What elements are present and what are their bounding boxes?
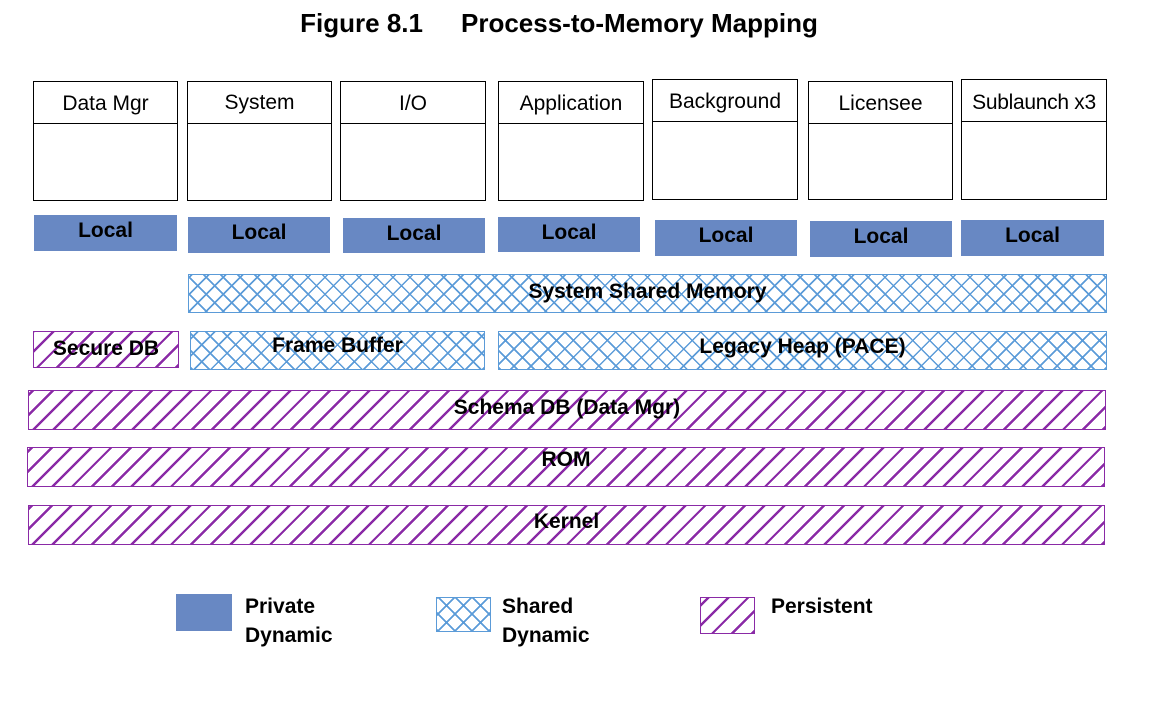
legend-shared-line1: Shared xyxy=(502,595,574,618)
local-memory-system: Local xyxy=(188,217,330,253)
process-box-system: System xyxy=(187,81,332,201)
figure-caption: Process-to-Memory Mapping xyxy=(461,8,818,38)
secure-db-region: Secure DB xyxy=(33,331,179,368)
schema-db-region: Schema DB (Data Mgr) xyxy=(28,390,1106,430)
legend-shared-label: Shared Dynamic xyxy=(502,592,590,650)
legend-private-line2: Dynamic xyxy=(245,624,333,647)
legend-private-label: Private Dynamic xyxy=(245,592,333,650)
process-name: Licensee xyxy=(809,82,952,124)
process-name: Application xyxy=(499,82,643,124)
process-name: Data Mgr xyxy=(34,82,177,124)
legend-private-swatch xyxy=(176,594,232,631)
local-memory-sublaunch: Local xyxy=(961,220,1104,256)
local-memory-application: Local xyxy=(498,217,640,252)
rom-region: ROM xyxy=(27,447,1105,487)
local-memory-background: Local xyxy=(655,220,797,256)
legend-private-line1: Private xyxy=(245,595,316,618)
legend-shared-line2: Dynamic xyxy=(502,624,590,647)
local-memory-licensee: Local xyxy=(810,221,952,257)
process-box-sublaunch: Sublaunch x3 xyxy=(961,79,1107,200)
system-shared-memory-region: System Shared Memory xyxy=(188,274,1107,313)
kernel-region: Kernel xyxy=(28,505,1105,545)
legacy-heap-region: Legacy Heap (PACE) xyxy=(498,331,1107,370)
process-name: Sublaunch x3 xyxy=(962,80,1106,122)
local-memory-io: Local xyxy=(343,218,485,253)
process-box-data-mgr: Data Mgr xyxy=(33,81,178,201)
process-box-application: Application xyxy=(498,81,644,201)
figure-number: Figure 8.1 xyxy=(300,8,423,38)
process-name: System xyxy=(188,82,331,124)
legend-persistent-line1: Persistent xyxy=(771,595,873,618)
legend-shared-swatch xyxy=(436,597,491,632)
local-memory-data-mgr: Local xyxy=(34,215,177,251)
process-box-background: Background xyxy=(652,79,798,200)
process-box-licensee: Licensee xyxy=(808,81,953,200)
frame-buffer-region: Frame Buffer xyxy=(190,331,485,370)
legend-persistent-swatch xyxy=(700,597,755,634)
figure-title: Figure 8.1 Process-to-Memory Mapping xyxy=(0,8,1118,39)
legend-persistent-label: Persistent xyxy=(771,592,873,621)
process-name: Background xyxy=(653,80,797,122)
process-name: I/O xyxy=(341,82,485,124)
process-box-io: I/O xyxy=(340,81,486,201)
